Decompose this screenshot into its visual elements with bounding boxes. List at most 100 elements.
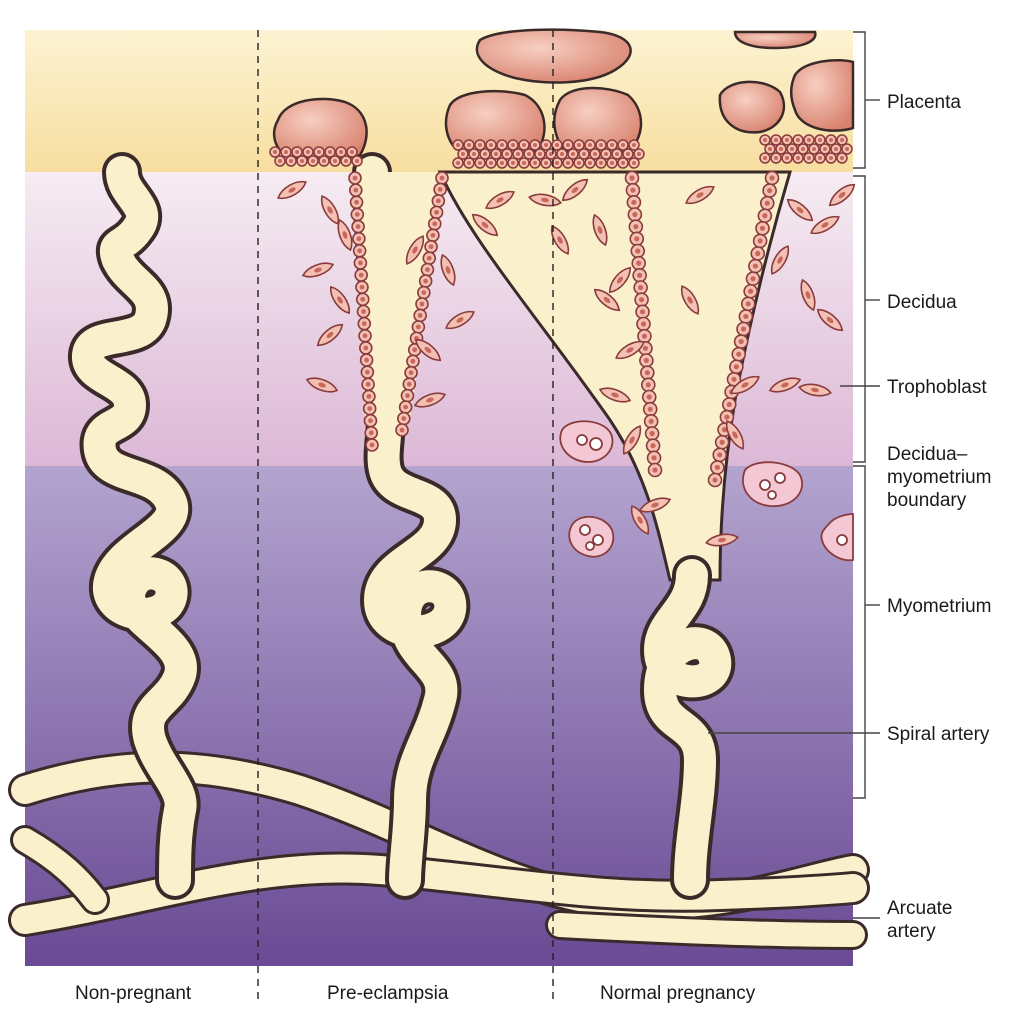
cell-nucleus — [461, 152, 465, 156]
spindle-cell — [680, 285, 700, 315]
cell-nucleus — [566, 143, 570, 147]
cell-nucleus — [774, 138, 778, 142]
cell-nucleus — [549, 152, 553, 156]
cell-nucleus — [638, 284, 644, 291]
cell-nucleus — [437, 187, 443, 192]
cell-nucleus — [724, 414, 730, 420]
cell-nucleus — [435, 198, 441, 204]
cell-nucleus — [311, 159, 315, 163]
spindle-cell — [405, 235, 425, 265]
cell-nucleus — [406, 381, 412, 387]
cell-nucleus — [322, 159, 326, 163]
cell-nucleus — [745, 301, 751, 307]
cell-nucleus — [425, 267, 430, 273]
cell-nucleus — [467, 161, 471, 165]
cell-nucleus — [511, 161, 515, 165]
spindle-cell — [768, 377, 802, 393]
cell-nucleus — [829, 138, 833, 142]
cell-nucleus — [355, 159, 359, 163]
spindle-cell — [622, 425, 642, 455]
spindle-cell — [550, 225, 570, 255]
cell-nucleus — [740, 326, 747, 332]
cell-nucleus — [818, 156, 822, 160]
cell-nucleus — [621, 161, 625, 165]
cell-nucleus — [415, 324, 421, 330]
spindle-cell — [592, 213, 608, 247]
cell-nucleus — [467, 143, 471, 147]
cell-nucleus — [367, 406, 373, 411]
spindle-cell — [730, 375, 760, 395]
spindle-cell — [705, 533, 739, 547]
cell-nucleus — [634, 236, 640, 242]
cell-nucleus — [417, 313, 423, 318]
cell-nucleus — [364, 357, 369, 363]
spindle-cell — [786, 198, 814, 222]
spindle-cell — [593, 288, 621, 312]
cell-nucleus — [840, 138, 844, 142]
cell-nucleus — [840, 156, 844, 160]
cell-nucleus — [630, 187, 636, 193]
cell-nucleus — [577, 143, 581, 147]
cell-nucleus — [763, 156, 767, 160]
panel-label-non-pregnant: Non-pregnant — [75, 983, 192, 1004]
cell-nucleus — [401, 416, 407, 421]
spindle-cell — [561, 178, 589, 202]
cell-nucleus — [358, 272, 364, 278]
cell-nucleus — [527, 152, 531, 156]
spindle-cell — [440, 253, 456, 287]
spindle-cell — [316, 323, 344, 347]
spindle-cell — [414, 338, 442, 362]
cell-nucleus — [483, 152, 487, 156]
cell-nucleus — [632, 143, 636, 147]
cell-nucleus — [834, 147, 838, 151]
cell-nucleus — [748, 288, 754, 294]
cell-nucleus — [767, 187, 773, 194]
cell-nucleus — [714, 464, 720, 471]
cell-nucleus — [365, 381, 371, 387]
cell-nucleus — [366, 394, 372, 399]
cell-nucleus — [352, 175, 358, 181]
cell-nucleus — [364, 369, 370, 375]
cell-nucleus — [522, 161, 526, 165]
layer-brackets — [708, 31, 880, 919]
cell-nucleus — [369, 442, 375, 448]
cell-nucleus — [511, 143, 515, 147]
cell-nucleus — [733, 364, 739, 370]
cell-nucleus — [604, 152, 608, 156]
cell-nucleus — [360, 296, 366, 302]
cell-nucleus — [439, 175, 445, 181]
spindle-cell — [413, 392, 447, 408]
cell-nucleus — [632, 161, 636, 165]
cell-nucleus — [354, 199, 359, 205]
cell-nucleus — [472, 152, 476, 156]
cell-nucleus — [738, 338, 744, 345]
label-boundary-3: boundary — [887, 490, 967, 511]
cell-nucleus — [764, 200, 770, 206]
anchoring-trophoblast-cells — [269, 134, 853, 169]
cell-nucleus — [648, 418, 654, 424]
cell-nucleus — [432, 221, 438, 227]
cell-nucleus — [566, 161, 570, 165]
cell-nucleus — [719, 439, 725, 445]
cell-nucleus — [796, 156, 800, 160]
label-boundary-1: Decidua– — [887, 444, 968, 465]
cell-nucleus — [522, 143, 526, 147]
cell-nucleus — [637, 152, 641, 156]
interstitial-trophoblast-cells — [277, 178, 856, 547]
cell-nucleus — [750, 276, 756, 282]
cell-nucleus — [361, 321, 367, 327]
cell-nucleus — [621, 143, 625, 147]
cell-nucleus — [779, 147, 783, 151]
spindle-cell — [445, 310, 475, 330]
cell-nucleus — [637, 272, 643, 278]
cell-nucleus — [328, 150, 332, 154]
cell-nucleus — [642, 345, 649, 351]
cell-nucleus — [636, 260, 642, 266]
cell-nucleus — [652, 467, 658, 473]
cell-nucleus — [478, 161, 482, 165]
spindle-cell — [685, 185, 715, 205]
cell-nucleus — [533, 161, 537, 165]
cell-nucleus — [333, 159, 337, 163]
spindle-cell — [598, 387, 632, 403]
